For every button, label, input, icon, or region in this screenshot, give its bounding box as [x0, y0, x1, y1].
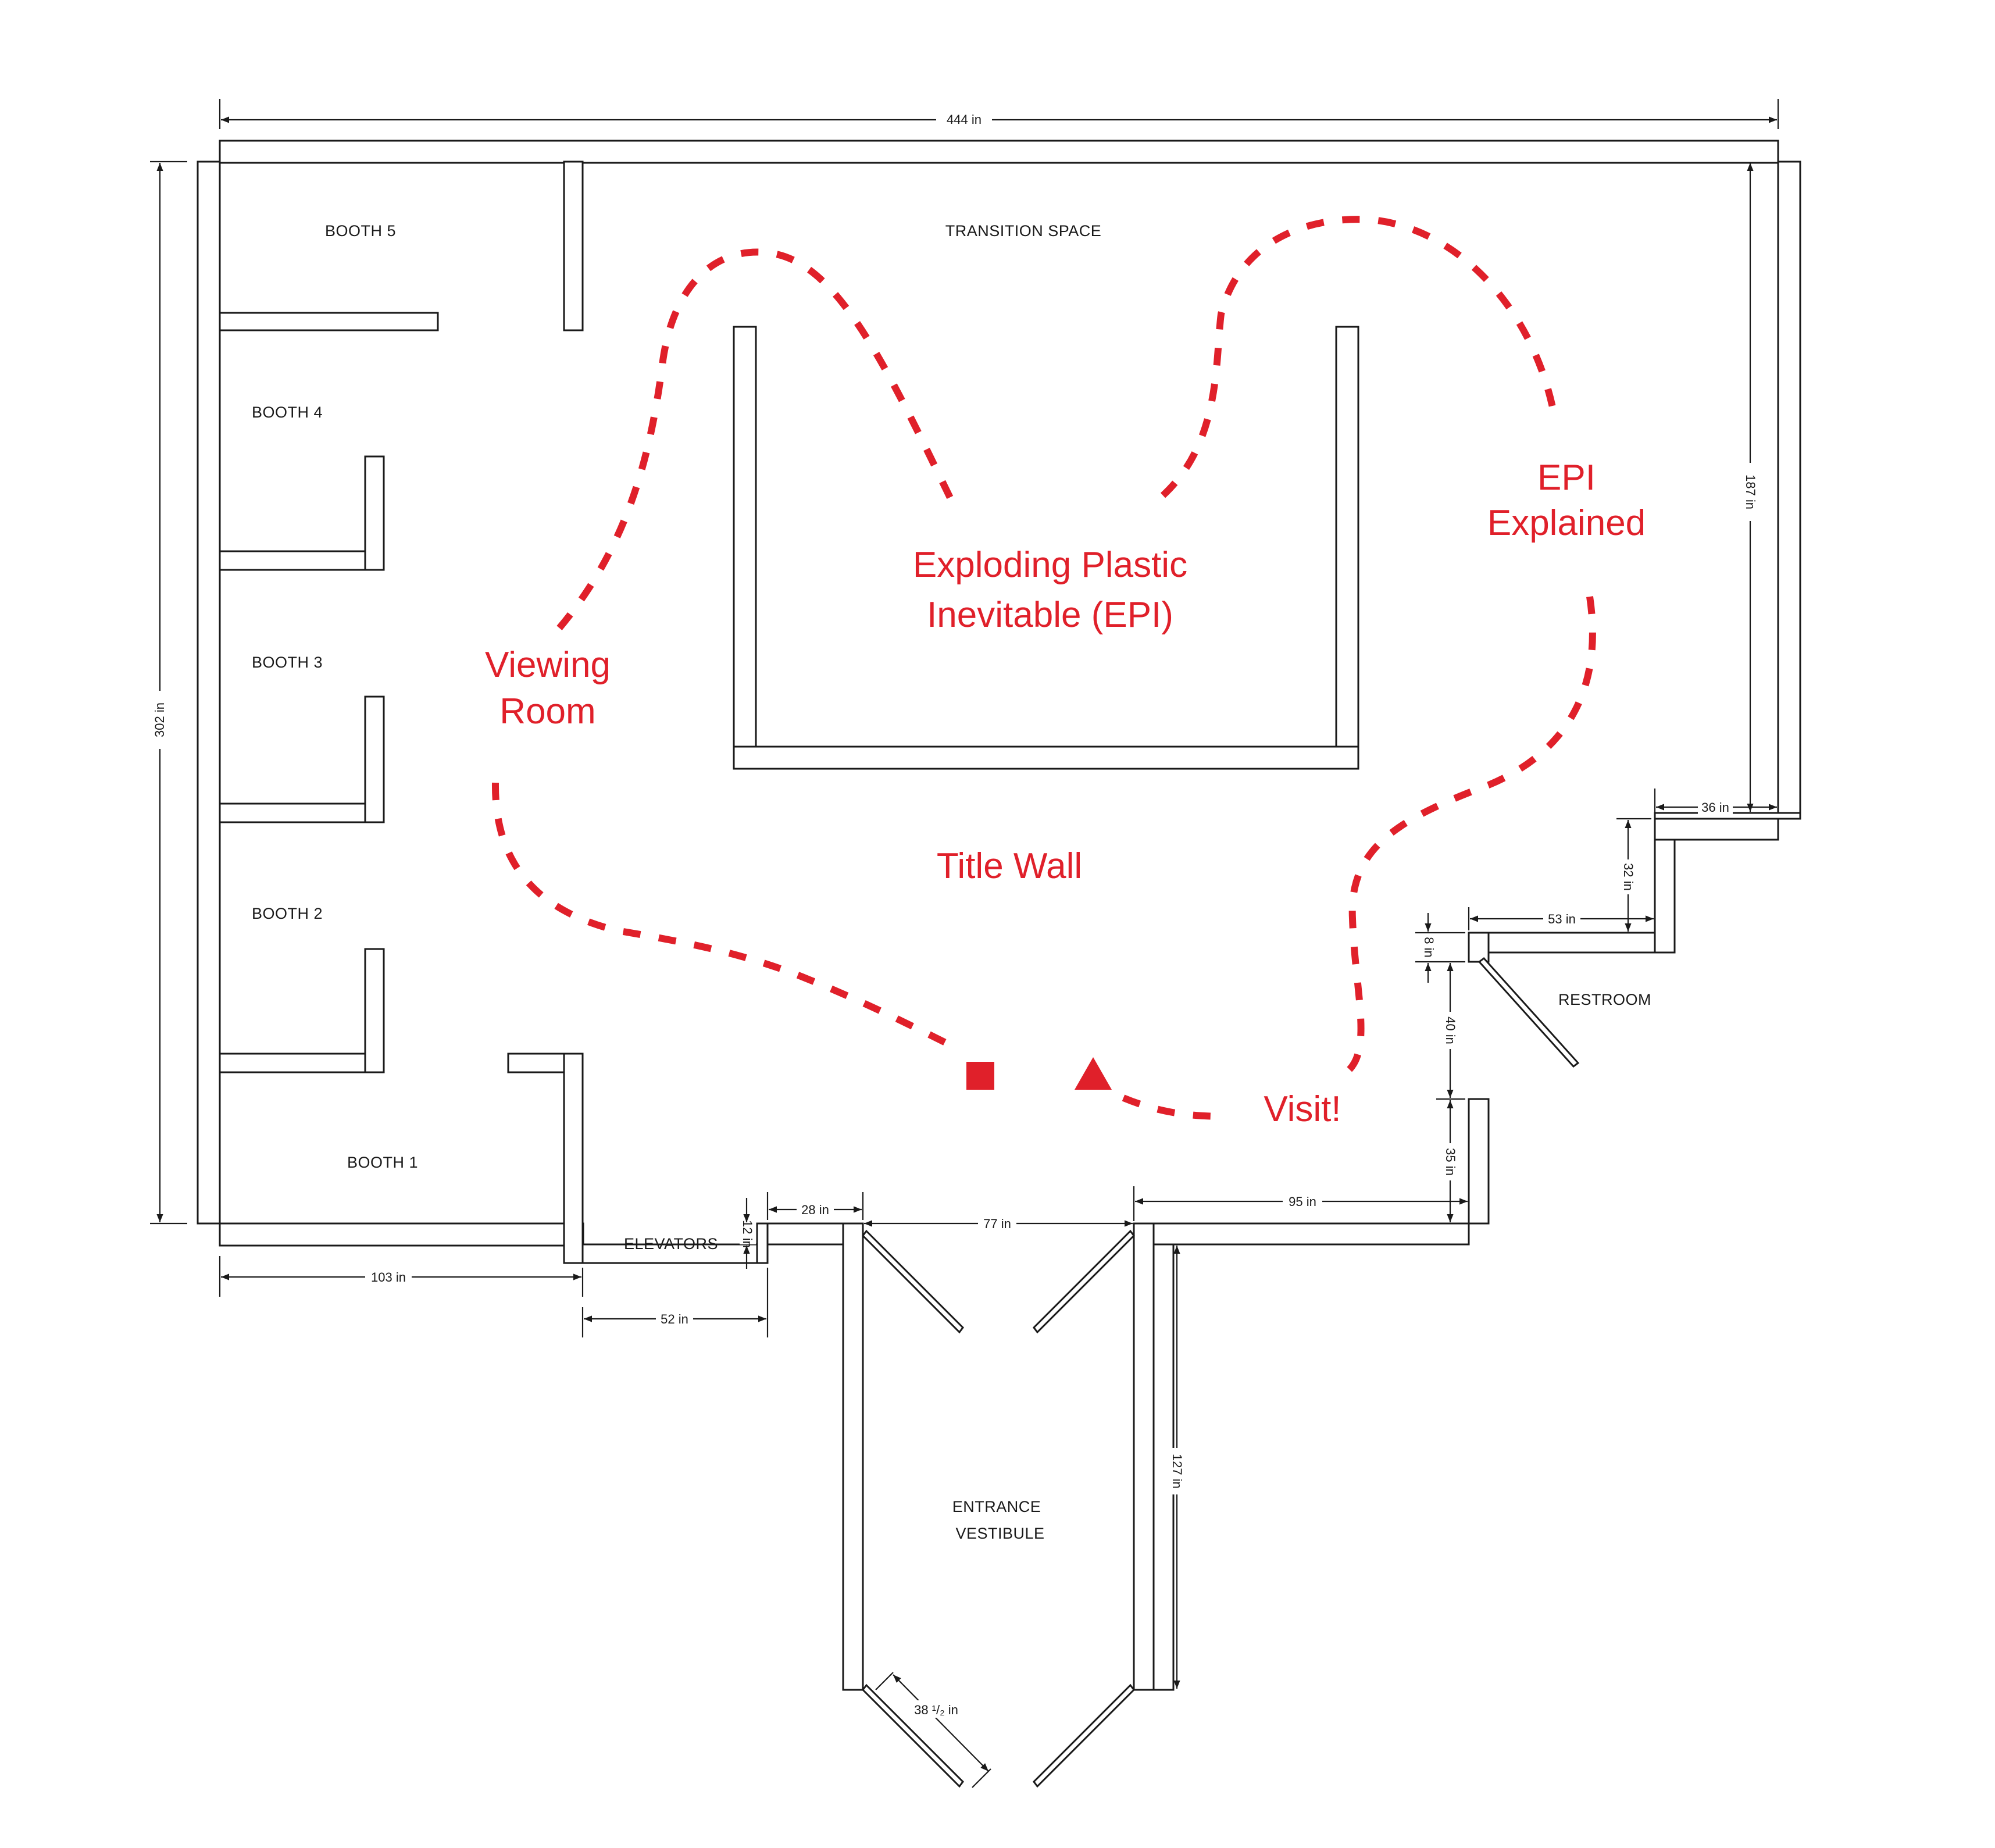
elevator-side-door[interactable] [862, 1229, 964, 1334]
dim-127: 127 in [1170, 1454, 1184, 1489]
dim-187: 187 in [1743, 475, 1758, 509]
visitor-path [491, 216, 1596, 1120]
exploding-plastic-label-2: Inevitable (EPI) [927, 595, 1173, 635]
dim-32: 32 in [1621, 863, 1636, 891]
restroom-post [1468, 932, 1490, 963]
viewing-room-label-1: Viewing [485, 645, 611, 685]
epi-explained-label-2: Explained [1487, 503, 1646, 543]
path-marker-to-visit [1122, 1094, 1227, 1120]
entrance-vestibule-label-1: ENTRANCE [952, 1498, 1041, 1515]
dim-52: 52 in [661, 1312, 688, 1326]
right-door[interactable] [1033, 1229, 1135, 1334]
square-marker [966, 1062, 994, 1090]
elevator-top-wall [766, 1222, 844, 1246]
restroom-top-wall [1468, 932, 1656, 954]
exhibit-bottom-wall [733, 745, 1359, 770]
vestibule-left-wall [842, 1222, 864, 1691]
booth-1-label: BOOTH 1 [347, 1154, 418, 1171]
path-explained-to-visit [1346, 596, 1596, 1073]
dim-302: 302 in [152, 702, 167, 737]
booth-5-divider [219, 312, 439, 331]
right-wall [1777, 160, 1801, 814]
booth-3-label: BOOTH 3 [252, 654, 323, 671]
dim-40: 40 in [1443, 1016, 1458, 1044]
right-stub-wall [1468, 1098, 1490, 1225]
exhibit-right-wall [1335, 326, 1359, 748]
elevator-side [756, 1222, 769, 1264]
dim-53: 53 in [1548, 912, 1576, 926]
exhibit-left-wall [733, 326, 757, 748]
dim-77: 77 in [983, 1216, 1011, 1231]
triangle-marker [1075, 1057, 1112, 1090]
dim-12: 12 in [740, 1220, 755, 1248]
booth-4-label: BOOTH 4 [252, 404, 323, 421]
room-labels: BOOTH 5 BOOTH 4 BOOTH 3 BOOTH 2 BOOTH 1 … [252, 222, 1651, 1542]
restroom-upper-step [1654, 818, 1779, 841]
transition-space-label: TRANSITION SPACE [945, 222, 1102, 240]
booth-5-label: BOOTH 5 [325, 222, 396, 240]
booth-2-label: BOOTH 2 [252, 905, 323, 922]
viewing-room-label-2: Room [499, 691, 595, 732]
top-wall [219, 140, 1779, 164]
restroom-label: RESTROOM [1558, 991, 1651, 1008]
booth-5-post [563, 160, 584, 331]
entrance-vestibule-label-2: VESTIBULE [955, 1525, 1044, 1542]
booth-4-post [364, 455, 385, 571]
bottom-right-wall [1152, 1222, 1470, 1246]
title-wall-label: Title Wall [937, 846, 1082, 886]
dim-28: 28 in [801, 1203, 829, 1217]
booth-2-divider [219, 1053, 366, 1073]
zone-labels: Exploding Plastic Inevitable (EPI) EPI E… [485, 458, 1646, 1129]
dim-444: 444 in [947, 112, 982, 127]
booth-1-right-wall [563, 1053, 584, 1264]
left-wall [197, 160, 221, 1225]
dim-38-half: 38 ¹/₂ in [914, 1703, 958, 1717]
path-epi-to-explained [1160, 216, 1556, 498]
vestibule-right-door[interactable] [1033, 1683, 1135, 1788]
booth-4-divider [219, 550, 366, 571]
epi-explained-label-1: EPI [1537, 458, 1596, 498]
elevators-label: ELEVATORS [624, 1235, 718, 1253]
vestibule-right-wall [1133, 1222, 1155, 1691]
booth-3-post [364, 695, 385, 823]
booth-3-divider [219, 802, 366, 823]
dim-103: 103 in [371, 1270, 406, 1285]
exploding-plastic-label-1: Exploding Plastic [913, 545, 1187, 585]
restroom-door[interactable] [1477, 957, 1580, 1068]
visit-label: Visit! [1264, 1089, 1341, 1129]
path-viewing-to-marker [491, 782, 955, 1050]
dimensions: 444 in 302 in 187 in 36 in 32 in 53 in [150, 99, 1779, 1788]
booth-2-post [364, 948, 385, 1073]
dim-35: 35 in [1443, 1148, 1458, 1176]
bottom-left-wall [219, 1222, 584, 1247]
dim-8: 8 in [1422, 937, 1436, 957]
dim-95: 95 in [1289, 1194, 1316, 1209]
dim-36: 36 in [1701, 800, 1729, 815]
